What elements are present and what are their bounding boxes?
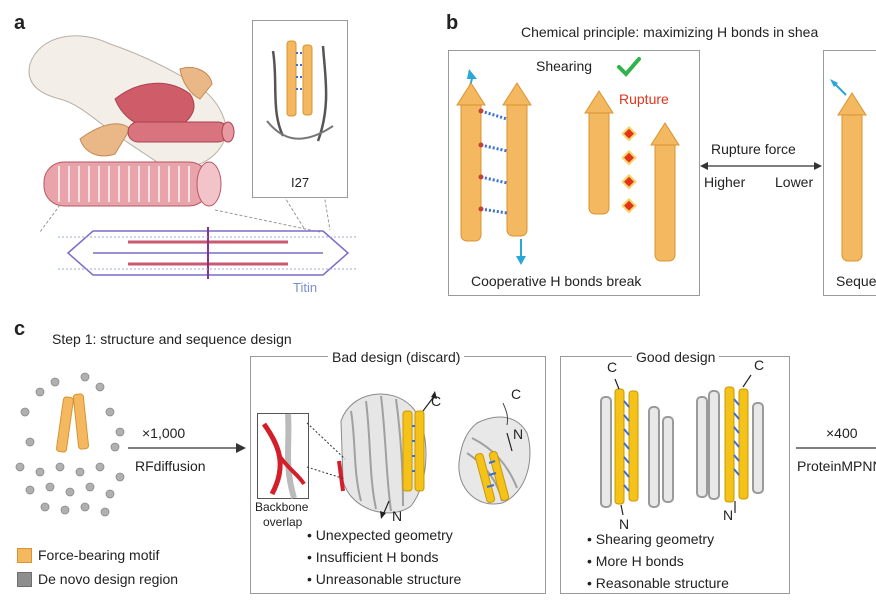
i27-label: I27 — [291, 175, 310, 190]
bad-design-box: Bad design (discard) Backbone overlap C … — [250, 349, 546, 594]
shearing-label: Shearing — [536, 58, 593, 74]
legend-swatch-motif — [17, 548, 32, 563]
proteinmpnn-arrow — [796, 447, 876, 449]
backbone-zoom-lines — [306, 422, 346, 480]
good-term-n2: N — [723, 507, 734, 523]
tool-proteinmpnn: ProteinMPNN — [797, 458, 876, 474]
muscle-bundle — [43, 161, 222, 207]
rfdiffusion-arrow — [128, 443, 246, 453]
rupture-force-label: Rupture force — [711, 141, 796, 157]
good-term-c1: C — [607, 359, 618, 375]
backbone-overlap-structure — [261, 413, 306, 499]
bad-term-c1: C — [431, 393, 442, 409]
legend-label-motif: Force-bearing motif — [38, 547, 160, 563]
panel-c-letter: c — [14, 318, 26, 340]
backbone-overlap-inset — [257, 413, 309, 499]
muscle-fiber — [127, 121, 235, 143]
panel-a-letter: a — [14, 12, 26, 34]
bad-protein-2 — [458, 402, 531, 505]
bad-bullet-2: • Insufficient H bonds — [307, 549, 439, 565]
caption-cooperative: Cooperative H bonds break — [471, 273, 642, 289]
titin-label: Titin — [293, 280, 318, 295]
good-bullet-3: • Reasonable structure — [587, 575, 729, 591]
i27-structure — [266, 40, 334, 142]
multiplier-2: ×400 — [826, 425, 858, 441]
rupture-label: Rupture — [619, 91, 669, 107]
panel-b-right-box: Seque — [823, 50, 876, 296]
good-bullet-2: • More H bonds — [587, 553, 684, 569]
good-design-title: Good design — [632, 349, 720, 365]
panel-c-heading: Step 1: structure and sequence design — [52, 331, 292, 347]
motif-scatter — [15, 372, 125, 517]
good-design-box: Good design C N — [560, 349, 790, 594]
good-protein-1 — [600, 378, 674, 516]
bad-term-c2: C — [511, 386, 522, 402]
bad-bullet-1: • Unexpected geometry — [307, 527, 453, 543]
bad-term-n2: N — [513, 426, 524, 442]
backbone-label-1: Backbone — [255, 500, 309, 514]
shearing-strands — [456, 69, 680, 265]
backbone-label-2: overlap — [263, 515, 303, 529]
sarcomere-diagram — [58, 227, 358, 279]
good-term-c2: C — [754, 357, 765, 373]
good-bullet-1: • Shearing geometry — [587, 531, 715, 547]
bad-design-title: Bad design (discard) — [328, 349, 465, 365]
lower-label: Lower — [775, 174, 814, 190]
bad-term-n1: N — [392, 508, 403, 524]
legend-label-denovo: De novo design region — [38, 571, 179, 587]
panel-b-left-box: Shearing Rupture Cooperative H bonds bre — [448, 50, 700, 296]
good-term-n1: N — [619, 516, 630, 532]
check-icon — [617, 57, 641, 77]
panel-b-heading: Chemical principle: maximizing H bonds i… — [521, 24, 819, 40]
i27-inset: I27 — [252, 20, 348, 198]
higher-label: Higher — [704, 174, 746, 190]
multiplier-1: ×1,000 — [142, 425, 186, 441]
bad-bullet-3: • Unreasonable structure — [307, 571, 462, 587]
legend-swatch-denovo — [17, 572, 32, 587]
good-protein-2 — [696, 374, 764, 513]
tool-rfdiffusion: RFdiffusion — [135, 458, 206, 474]
bad-protein-1 — [337, 391, 437, 519]
caption-sequential: Seque — [836, 273, 876, 289]
panel-b-letter: b — [446, 12, 459, 34]
sequential-strand — [830, 79, 867, 262]
rupture-force-arrow — [700, 162, 822, 170]
